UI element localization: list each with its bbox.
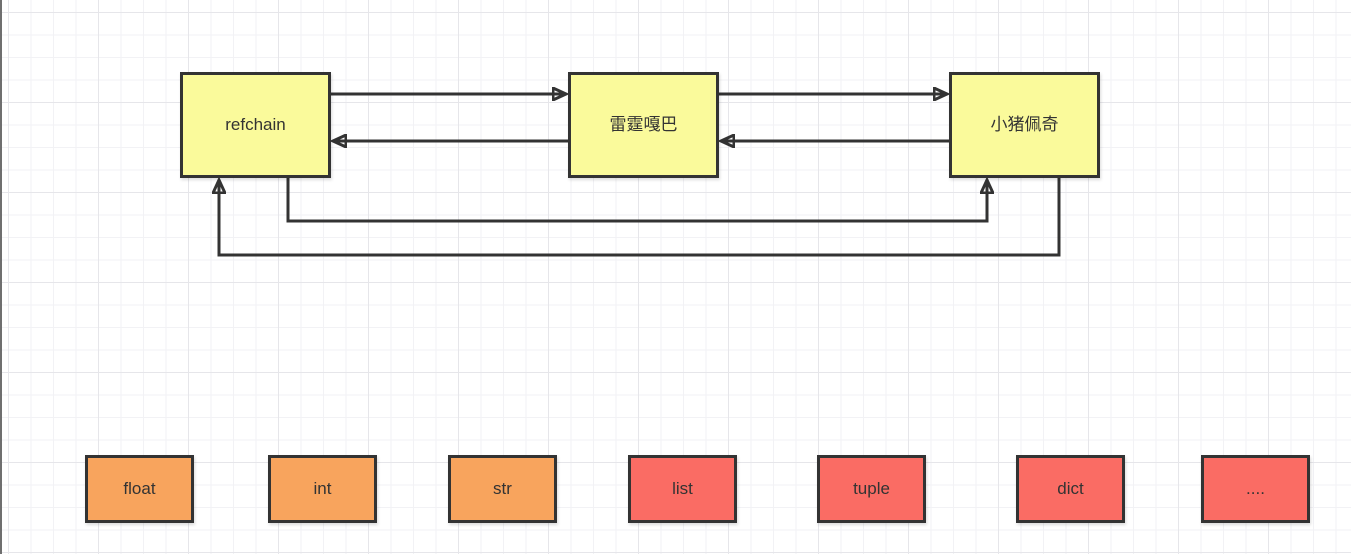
node-refchain[interactable]: refchain <box>180 72 331 178</box>
node-tuple-label: tuple <box>853 478 890 498</box>
node-leiting-gaba[interactable]: 雷霆嘎巴 <box>568 72 719 178</box>
edge-peiqi-to-refchain-bottom[interactable] <box>219 177 1061 257</box>
node-dict-label: dict <box>1057 478 1084 498</box>
node-str[interactable]: str <box>448 455 557 523</box>
node-tuple[interactable]: tuple <box>817 455 926 523</box>
node-float-label: float <box>123 478 156 498</box>
node-xiaozhu-peiqi[interactable]: 小猪佩奇 <box>949 72 1100 178</box>
node-leiting-gaba-label: 雷霆嘎巴 <box>609 114 678 134</box>
node-int[interactable]: int <box>268 455 377 523</box>
node-list-label: list <box>672 478 693 498</box>
edge-refchain-to-peiqi-bottom[interactable] <box>286 177 987 223</box>
node-xiaozhu-peiqi-label: 小猪佩奇 <box>990 114 1059 134</box>
node-int-label: int <box>313 478 332 498</box>
node-refchain-label: refchain <box>225 114 286 134</box>
node-float[interactable]: float <box>85 455 194 523</box>
node-list[interactable]: list <box>628 455 737 523</box>
node-dict[interactable]: dict <box>1016 455 1125 523</box>
node-str-label: str <box>493 478 512 498</box>
node-ellipsis-label: .... <box>1246 478 1265 498</box>
node-ellipsis[interactable]: .... <box>1201 455 1310 523</box>
